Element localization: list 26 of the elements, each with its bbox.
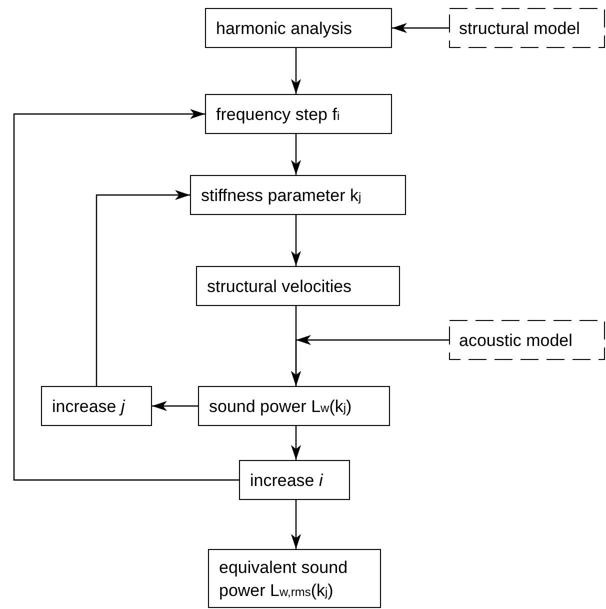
box-label: structural velocities — [207, 276, 353, 298]
process-box — [190, 175, 406, 215]
model-box — [449, 8, 605, 48]
box-label: harmonic analysis — [216, 18, 354, 40]
arrow — [392, 23, 449, 33]
arrow — [13, 109, 239, 481]
process-box — [239, 460, 350, 500]
process-box — [198, 386, 390, 426]
arrow — [291, 48, 301, 94]
arrow — [291, 215, 301, 266]
process-box — [196, 266, 400, 306]
box-label: increase j — [52, 396, 126, 418]
box-label: acoustic model — [459, 330, 574, 352]
arrow — [291, 134, 301, 175]
arrow — [291, 426, 301, 460]
model-box — [449, 320, 605, 360]
process-box — [208, 549, 381, 608]
process-box — [205, 94, 392, 134]
process-box — [205, 8, 392, 48]
arrow — [152, 401, 198, 411]
box-label: increase i — [250, 470, 324, 492]
arrow — [291, 500, 301, 549]
arrow — [96, 190, 190, 386]
arrow — [291, 335, 449, 386]
box-label: structural model — [459, 18, 581, 40]
process-box — [41, 386, 152, 426]
